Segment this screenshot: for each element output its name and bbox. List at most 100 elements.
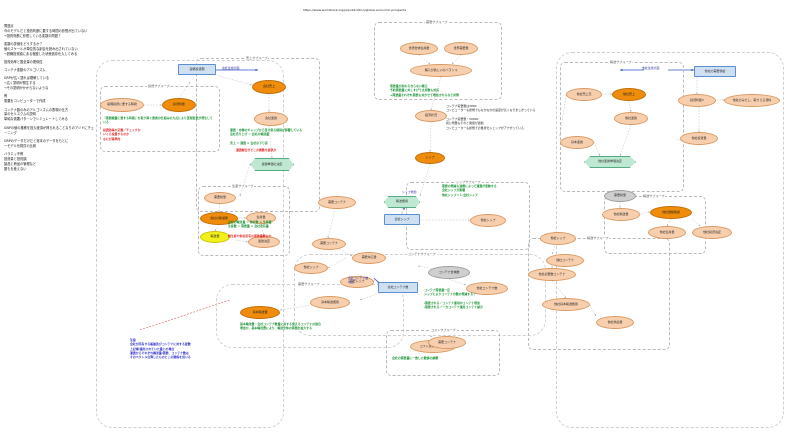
node-n27[interactable]: 基本輸送費 — [240, 306, 280, 319]
node-n22[interactable]: 他社シップ — [294, 262, 328, 274]
node-label: 他社輸送量 — [613, 211, 629, 216]
node-n36[interactable]: 他社運賃 — [614, 112, 648, 125]
node-n31[interactable]: 投資判断2 — [678, 94, 716, 107]
node-n24[interactable]: 需要コンテナ — [318, 196, 356, 209]
node-n7[interactable]: 需要総量 — [204, 192, 236, 204]
node-n15[interactable]: シップ — [415, 152, 445, 164]
edge-label-el3: シップ増加 — [402, 190, 417, 194]
node-label: 設備投資に要する時間 — [107, 102, 137, 107]
annotation-a6: 総生産や他社所有の需要量総合か — [228, 234, 272, 238]
group-label: コストサブループ — [430, 326, 457, 332]
node-label: 購入が欲しいのバランス — [424, 67, 458, 72]
note-block: GRPのデータだけだと資本のデータをもとに 一モデル化検討の比較 — [4, 138, 69, 148]
annotation-a4: 運賃総合がどこの関数を提供か — [236, 148, 277, 152]
node-n48[interactable]: 他社コンテナ — [546, 254, 584, 267]
node-label: 基本輸送費用 — [321, 299, 339, 304]
node-n25[interactable]: 需要コンテナ — [312, 238, 346, 250]
node-label: 他社コンテナ数 — [476, 285, 498, 290]
node-n38[interactable]: 他社運賃単価決定 — [584, 156, 636, 168]
node-label: 需要コンテナ — [438, 339, 456, 344]
node-label: 他社運賃 — [625, 115, 637, 120]
node-label: 基本運賃 — [571, 139, 583, 144]
node-label: 他社シップ — [480, 217, 496, 222]
node-n12[interactable]: 世界需要量 — [444, 42, 478, 55]
node-n3[interactable]: 投資判断 — [162, 98, 196, 112]
node-label: 需要コンテナ — [320, 241, 338, 246]
node-n30[interactable]: 他社の需要供給 — [694, 66, 736, 77]
node-n35[interactable]: 他社売上 — [612, 88, 646, 101]
node-label: 他社必要数コンテナ — [538, 271, 566, 276]
node-n39[interactable]: 需要総量 — [604, 190, 636, 202]
node-n20[interactable]: 会社コンテナ数 — [378, 282, 418, 293]
node-n6[interactable]: 運賃単価の決定 — [250, 158, 294, 171]
annotation-a9: 基本輸送費：会社コンテナ数量に対する使えるコンテナの割合 増加か、基本輸送費によ… — [240, 322, 321, 331]
node-label: 需要総量 — [614, 193, 626, 198]
edge-label-el2: 他社生産計画 — [642, 66, 660, 70]
node-n11[interactable]: 世界全体生産量 — [400, 42, 438, 55]
node-label: 他社シップ — [550, 235, 566, 240]
node-label: 世界全体生産量 — [408, 45, 430, 50]
notes-panel: 問題点 今のモデルだと投資判断に要する時間の影響が出ていない →投資判断に影響し… — [4, 24, 96, 175]
node-n43[interactable]: 他社投資決定 — [692, 226, 732, 239]
node-label: 運賃決定 — [258, 239, 270, 244]
node-n42[interactable]: 他社生産量 — [648, 226, 686, 239]
node-n44[interactable]: 他社シップ — [540, 232, 576, 245]
node-n41[interactable]: 他社価格輸送 — [650, 206, 692, 219]
node-label: 輸送量 — [210, 234, 220, 239]
node-label: 他社運賃単価決定 — [598, 159, 622, 164]
node-n14[interactable]: 経済状況 — [415, 110, 447, 122]
group-label: コンテナサブループ — [407, 250, 437, 256]
node-label: 需要対応量 — [361, 255, 377, 260]
node-n8[interactable]: 会社の輸送量 — [200, 212, 238, 225]
node-n34[interactable]: 他社売上高 — [566, 88, 602, 101]
node-n28[interactable]: 基本輸送費用 — [310, 296, 350, 309]
node-label: コンテナ全体数 — [438, 269, 460, 274]
node-label: 基本輸送費 — [252, 309, 268, 314]
annotation-a11: コンテナ需要量は3000 コンピューターも新規でもなかなかの速度が高くなりましが… — [446, 104, 536, 130]
node-n37[interactable]: 基本運賃 — [560, 136, 594, 149]
note-block: 問題点 今のモデルだと投資判断に要する時間の影響が出ていない →投資判断に影響し… — [4, 24, 88, 38]
node-label: 他社基本輸送費用 — [554, 301, 578, 306]
node-n5[interactable]: 会社運賃 — [254, 112, 288, 126]
group-label: 輸送サブループ — [586, 234, 610, 240]
node-label: 投資判断 — [173, 102, 185, 107]
node-n9[interactable]: 生産量 — [246, 212, 276, 224]
node-label: 投資判断2 — [690, 97, 704, 102]
node-n33[interactable]: 他社投資量 — [680, 132, 718, 145]
note-block: コンテナ変動のアルゴリズム — [4, 68, 46, 73]
node-n1[interactable]: 設備投資額 — [178, 64, 216, 75]
node-n45[interactable]: 他社必要数コンテナ — [528, 268, 576, 281]
node-n17[interactable]: 会社シップ — [384, 214, 420, 225]
node-label: 他社投資決定 — [703, 229, 721, 234]
node-n47[interactable]: 他社供給量 — [596, 316, 634, 329]
annotation-a8: コンテナ需要量一定 シップによりコンテナの数の増減する？ ・需要される／コンテナ… — [424, 288, 483, 310]
node-n40[interactable]: 他社輸送量 — [602, 208, 640, 221]
group-label: 生産サブループ — [231, 182, 255, 188]
node-n32[interactable]: 他社のみだし、取りえる資料 — [724, 94, 780, 107]
annotation-a7: 需要の増減も過剰によって運賃が変動する 会社シップが影響 他社シップ＝１・会社シ… — [442, 184, 497, 197]
group-label: 輸送サブループ — [642, 192, 666, 198]
node-n10[interactable]: 輸送量 — [200, 231, 230, 243]
node-n46[interactable]: 他社基本輸送費用 — [542, 298, 590, 311]
node-n49[interactable]: 需要コンテナ — [428, 336, 466, 349]
node-n16[interactable]: 輸送費用 — [384, 196, 420, 208]
source-url[interactable]: https://www.worldbank.org/ja/publication… — [303, 8, 407, 12]
group-label: 需要サブループ — [297, 280, 321, 286]
node-n23[interactable]: 自社シップ — [340, 276, 374, 288]
node-n50[interactable]: 運賃決定 — [248, 236, 280, 248]
node-label: 他社価格輸送 — [662, 209, 680, 214]
node-label: 経済状況 — [425, 113, 437, 118]
node-label: 他社供給量 — [607, 319, 623, 324]
node-n4[interactable]: 会社売上 — [252, 80, 286, 94]
note-block: GNPの値の推移を投入経済が得られることなりのアジドにチューニング — [4, 125, 95, 135]
node-n21[interactable]: 他社コンテナ数 — [466, 282, 508, 295]
node-label: 他社売上高 — [576, 91, 592, 96]
node-n26[interactable]: 需要対応量 — [352, 252, 386, 264]
node-n13[interactable]: 購入が欲しいのバランス — [410, 64, 472, 77]
annotation-a1: 「需要総量に要する時間」を取り除く要素の仕組みの力点により受理変更が発生している — [103, 116, 213, 125]
node-n18[interactable]: 他社シップ — [470, 214, 506, 227]
node-label: 他社投資量 — [691, 135, 707, 140]
node-n2[interactable]: 設備投資に要する時間 — [100, 98, 144, 112]
node-n19[interactable]: コンテナ全体数 — [428, 266, 470, 279]
